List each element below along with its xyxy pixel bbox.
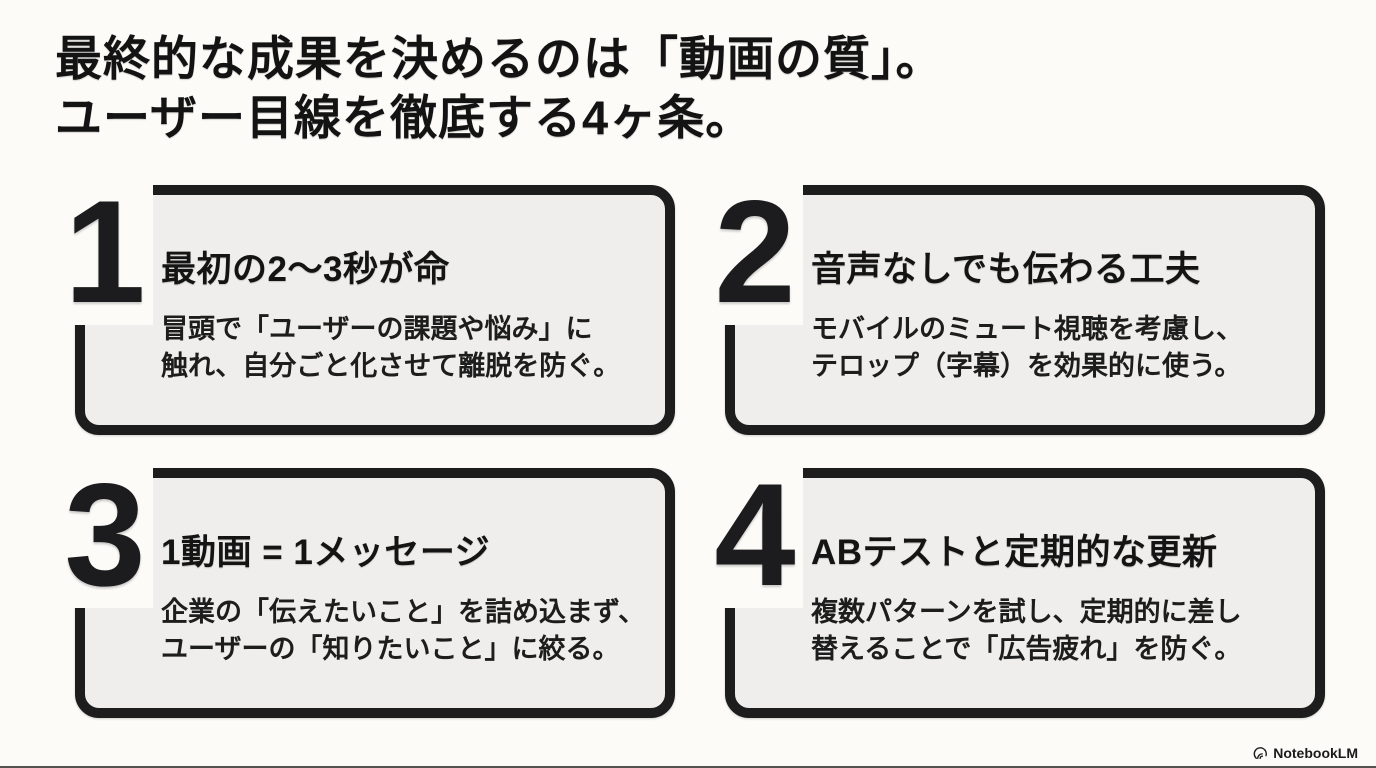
card-2-content: 音声なしでも伝わる工夫 モバイルのミュート視聴を考慮し、 テロップ（字幕）を効果… (811, 241, 1299, 385)
card-4-content: ABテストと定期的な更新 複数パターンを試し、定期的に差し 替えることで「広告疲… (811, 524, 1299, 668)
card-3-content: 1動画 = 1メッセージ 企業の「伝えたいこと」を詰め込まず、 ユーザーの「知り… (161, 524, 649, 668)
card-4-number: 4 (707, 462, 803, 608)
card-1-description: 冒頭で「ユーザーの課題や悩み」に 触れ、自分ごと化させて離脱を防ぐ。 (161, 314, 621, 381)
card-1: 1 最初の2〜3秒が命 冒頭で「ユーザーの課題や悩み」に 触れ、自分ごと化させて… (57, 179, 675, 435)
card-2-heading: 音声なしでも伝わる工夫 (811, 250, 1201, 289)
brand-label: NotebookLM (1273, 745, 1358, 761)
card-1-content: 最初の2〜3秒が命 冒頭で「ユーザーの課題や悩み」に 触れ、自分ごと化させて離脱… (161, 241, 649, 385)
bottom-edge-line (0, 766, 1376, 768)
card-4: 4 ABテストと定期的な更新 複数パターンを試し、定期的に差し 替えることで「広… (707, 462, 1325, 718)
card-4-heading: ABテストと定期的な更新 (811, 533, 1218, 572)
card-2-description: モバイルのミュート視聴を考慮し、 テロップ（字幕）を効果的に使う。 (811, 314, 1243, 381)
notebooklm-logo-icon (1253, 746, 1268, 761)
card-2-number: 2 (707, 179, 803, 325)
card-3-number: 3 (57, 462, 153, 608)
card-3: 3 1動画 = 1メッセージ 企業の「伝えたいこと」を詰め込まず、 ユーザーの「… (57, 462, 675, 718)
page-title: 最終的な成果を決めるのは「動画の質」。 ユーザー目線を徹底する4ヶ条。 (55, 32, 944, 144)
card-3-description: 企業の「伝えたいこと」を詰め込まず、 ユーザーの「知りたいこと」に絞る。 (161, 597, 646, 664)
card-3-heading: 1動画 = 1メッセージ (161, 533, 491, 572)
footer-watermark: NotebookLM (1253, 745, 1358, 761)
card-1-number: 1 (57, 179, 153, 325)
card-4-description: 複数パターンを試し、定期的に差し 替えることで「広告疲れ」を防ぐ。 (811, 597, 1242, 664)
card-2: 2 音声なしでも伝わる工夫 モバイルのミュート視聴を考慮し、 テロップ（字幕）を… (707, 179, 1325, 435)
card-1-heading: 最初の2〜3秒が命 (161, 250, 450, 289)
